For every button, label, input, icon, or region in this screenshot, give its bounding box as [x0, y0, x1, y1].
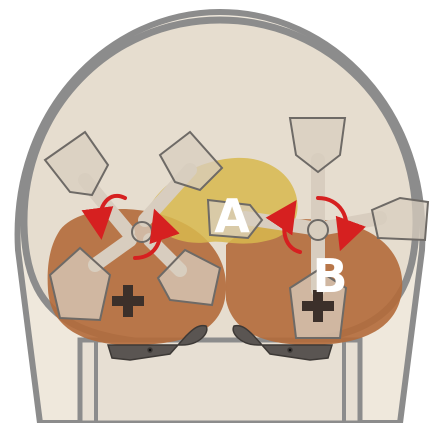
label-b: B	[312, 249, 347, 303]
label-a: A	[214, 189, 250, 243]
